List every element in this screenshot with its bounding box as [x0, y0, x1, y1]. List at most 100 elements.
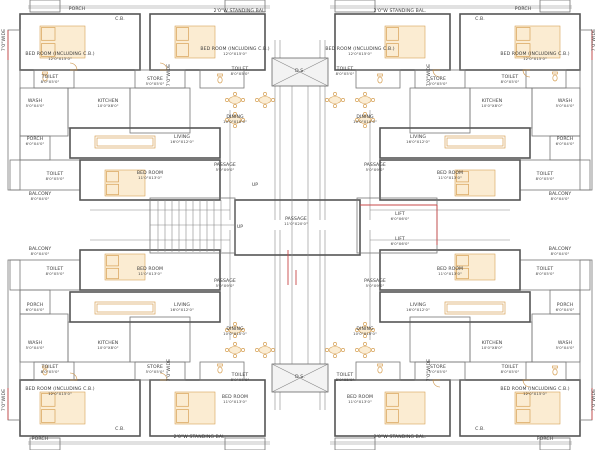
side-setback [579, 29, 593, 191]
dining-bl-1 [228, 346, 242, 354]
store-br-dimension: 5'0"X5'0" [429, 369, 448, 374]
wash-bl-dimension: 5'0"X4'0" [26, 345, 45, 350]
balcony-tl-label: BALCONY [29, 191, 52, 197]
wash-porch-walls [19, 87, 69, 137]
porch-tl: PORCH [69, 6, 86, 12]
chair [241, 328, 245, 332]
passage-bl-dimension: 5'0"X9'0" [216, 283, 235, 288]
cb-bl: C.B. [115, 426, 125, 432]
bed-br-1 [514, 391, 561, 425]
chair [371, 348, 375, 352]
bed-room-bl-2-dim: 11'0"X13'0" [223, 399, 247, 404]
dining-tr-label: DINING [356, 114, 374, 120]
toilet-1-walls [525, 361, 567, 381]
bed-tr-1-pillow [516, 43, 531, 57]
toilet-br-2-label: TOILET [336, 372, 354, 378]
dining-tl-label: DINING [226, 114, 244, 120]
dining-br-label: DINING [356, 326, 374, 332]
porch-bl-2-dimension: 6'0"X4'0" [26, 307, 45, 312]
setback-bl-mid: 7'0"WIDE [166, 359, 172, 381]
porch-top-2 [334, 0, 376, 13]
bedroom-incl-cb-tr-dim: 12'0"X15'0" [523, 56, 547, 61]
lift-cross [271, 363, 329, 393]
duct-bottom: D.S. [295, 374, 305, 380]
chair [263, 342, 267, 346]
wc-br-2-tank [377, 363, 383, 367]
toilet-bl-2-label: TOILET [231, 372, 249, 378]
dining-tr-1 [358, 96, 372, 104]
toilet-tl-2-label: TOILET [231, 66, 249, 72]
plan-labels: PORCH BED ROOM (INCLUDING C.B.) 12'0"X15'0… [1, 6, 597, 442]
lift-top-dimension: 6'0"X6'0" [391, 216, 410, 221]
wc-br-1 [552, 368, 558, 376]
dining-bl-dimension: 10'0"X10'0" [223, 331, 247, 336]
chair [241, 118, 245, 122]
porch-tr-2-label: PORCH [557, 136, 574, 142]
bed-bl-3-pillow [106, 267, 119, 280]
main-passage-label: PASSAGE [285, 216, 307, 222]
chair [233, 342, 237, 346]
setback-tl-mid: 7'0"WIDE [166, 64, 172, 86]
toilet-bl-2-dimension: 8'0"X5'0" [231, 377, 250, 382]
sofa-tr-cushion [446, 137, 504, 147]
wash-br-label: WASH [558, 340, 572, 346]
door-swing-3 [432, 69, 441, 78]
chair [363, 104, 367, 108]
sofa-tl-cushion [96, 137, 154, 147]
toilet-2-walls [199, 69, 245, 89]
chair [363, 322, 367, 326]
chair [225, 98, 229, 102]
chair [363, 354, 367, 358]
chair [233, 124, 237, 128]
dining-tr-2 [358, 116, 372, 124]
lift-bottom-label: LIFT [395, 236, 405, 242]
bed-br-2-pillow [386, 409, 399, 423]
chair [355, 118, 359, 122]
lift-top-label: LIFT [395, 211, 405, 217]
dining-tl-3 [258, 96, 272, 104]
living-bl-dimension: 16'0"X12'0" [170, 307, 194, 312]
bed-tl-1 [39, 25, 86, 59]
wc-tl-2-tank [217, 73, 223, 77]
cb-br: C.B. [475, 426, 485, 432]
wash-porch-walls [531, 313, 581, 363]
living-tl-label: LIVING [174, 134, 190, 140]
bedroom-incl-cb-tl-2: BED ROOM (INCLUDING C.B.) [200, 46, 269, 52]
dining-tl-1 [228, 96, 242, 104]
kitchen-tr-dimension: 10'0"X8'0" [481, 103, 502, 108]
bed-br-2-pillow [386, 393, 399, 407]
kitchen-walls [469, 87, 533, 129]
store-tr-dimension: 5'0"X5'0" [429, 81, 448, 86]
balcony-tr-label: BALCONY [549, 191, 572, 197]
sofa-tr [444, 135, 506, 149]
store-bl-label: STORE [147, 364, 163, 370]
bed-tl-3-pillow [106, 183, 119, 196]
bedroom-tr-label: BED ROOM [437, 170, 463, 176]
setback-br: 7'0"WIDE [591, 389, 597, 411]
quadrant-bottom-left [7, 230, 281, 450]
side-setback [7, 259, 21, 421]
quadrant-top-right [319, 0, 593, 220]
setback-tr: 7'0"WIDE [591, 29, 597, 51]
balcony-bl-dimension: 8'0"X4'0" [31, 251, 50, 256]
chair [233, 334, 237, 338]
bed-tl-2 [174, 25, 216, 59]
stair-up-label-2: UP [252, 182, 258, 188]
balcony-tr-dimension: 8'0"X4'0" [551, 196, 570, 201]
bedroom-3-walls [79, 159, 221, 201]
chair [355, 328, 359, 332]
kitchen-tl-dimension: 10'0"X8'0" [97, 103, 118, 108]
plan-furniture [39, 25, 561, 425]
bedroom-incl-cb-br-dim: 12'0"X15'0" [523, 391, 547, 396]
standing-bal-br: 2'0"W STANDING BAL. [374, 434, 427, 440]
setback-tl: 7'0"WIDE [1, 29, 7, 51]
door-swing-6 [522, 379, 531, 388]
lift-bottom-dimension: 6'0"X6'0" [391, 241, 410, 246]
living-tr-label: LIVING [410, 134, 426, 140]
door-swing-2 [522, 69, 531, 78]
bedroom-br-dimension: 11'0"X13'0" [438, 271, 462, 276]
bedroom-bl-label: BED ROOM [137, 266, 163, 272]
wash-tl-dimension: 5'0"X4'0" [26, 103, 45, 108]
chair [233, 92, 237, 96]
toilet-br-label: TOILET [501, 364, 519, 370]
